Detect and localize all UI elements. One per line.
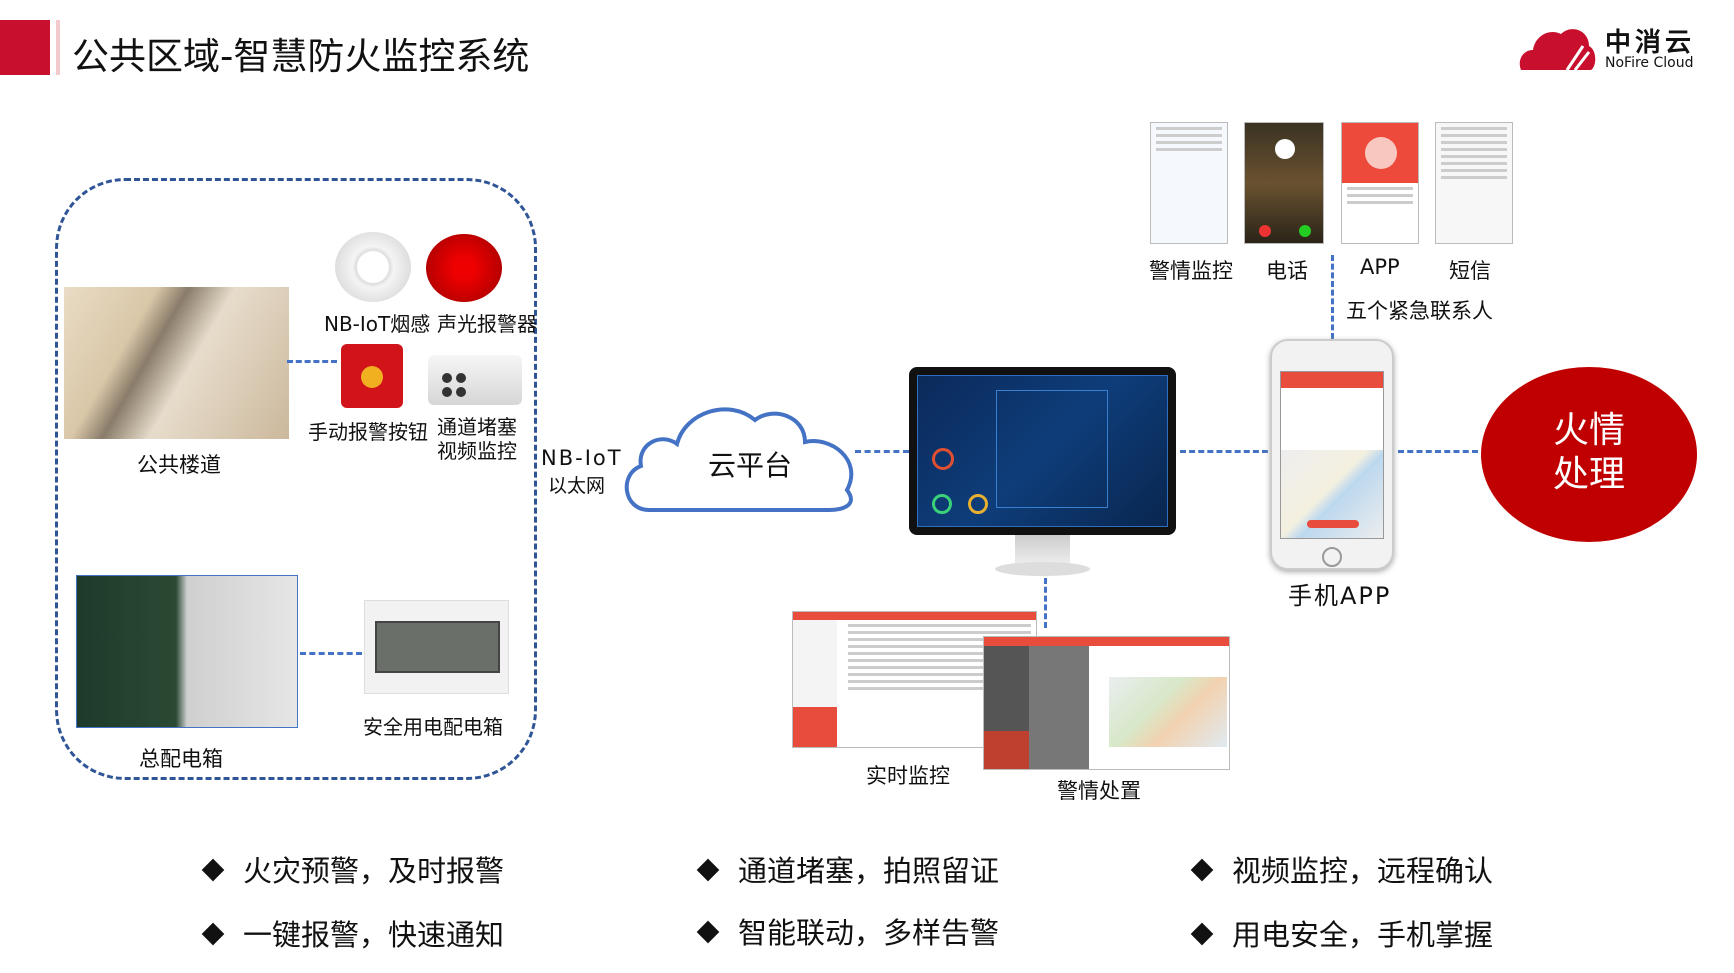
sms-screenshot (1435, 122, 1513, 244)
smoke-detector-image (335, 232, 411, 302)
fire-handling-line1: 火情 (1552, 410, 1625, 451)
feature-bullet: 火灾预警，及时报警 (201, 848, 505, 890)
phone-call-screenshot (1244, 122, 1324, 244)
fire-handling-circle: 火情 处理 (1481, 367, 1697, 542)
diamond-icon (201, 858, 225, 882)
camera-image (428, 355, 522, 405)
feature-bullet: 一键报警，快速通知 (201, 912, 505, 954)
contacts-label: 五个紧急联系人 (1346, 299, 1493, 323)
smoke-label: NB-IoT烟感 (324, 312, 431, 336)
camera-label-2: 视频监控 (437, 439, 517, 463)
diamond-icon (1190, 922, 1214, 946)
alarm-handling-screenshot (983, 636, 1230, 770)
feature-text: 火灾预警，及时报警 (243, 854, 505, 888)
diamond-icon (696, 858, 720, 882)
monitor-base (995, 562, 1090, 576)
feature-text: 一键报警，快速通知 (243, 918, 505, 952)
channel-sms: 短信 (1449, 259, 1491, 283)
feature-text: 智能联动，多样告警 (738, 916, 1000, 950)
channel-app: APP (1360, 255, 1400, 279)
alert-monitor-screenshot (1150, 122, 1228, 244)
connector-cloud-monitor (855, 450, 909, 453)
phone-label: 手机APP (1288, 582, 1392, 610)
channel-alert-monitor: 警情监控 (1149, 259, 1233, 283)
safe-distribution-box-image (364, 600, 509, 694)
manual-button-label: 手动报警按钮 (308, 420, 428, 444)
main-distribution-box-photo (76, 575, 298, 728)
cloud-logo-icon (1519, 29, 1596, 71)
sound-light-alarm-image (426, 234, 502, 302)
network-label-nbiot: NB-IoT (541, 446, 623, 470)
alarm-label: 声光报警器 (437, 312, 537, 336)
diamond-icon (201, 922, 225, 946)
stairs-photo (64, 287, 289, 439)
header-accent-bar (0, 20, 50, 75)
monitor-dashboard (909, 367, 1176, 535)
cloud-platform-icon (624, 407, 854, 512)
fire-handling-line2: 处理 (1552, 454, 1625, 495)
logo-text-en: NoFire Cloud (1605, 55, 1694, 71)
diamond-icon (696, 920, 720, 944)
camera-label-1: 通道堵塞 (437, 415, 517, 439)
feature-bullet: 视频监控，远程确认 (1190, 848, 1494, 890)
connector-monitor-phone (1180, 450, 1268, 453)
connector-monitor-screens (1044, 578, 1047, 628)
connector-phone-contacts (1331, 255, 1334, 339)
realtime-label: 实时监控 (866, 764, 950, 788)
feature-text: 视频监控，远程确认 (1232, 854, 1494, 888)
connector-phone-fire (1398, 450, 1478, 453)
network-label-ethernet: 以太网 (548, 475, 606, 497)
main-box-label: 总配电箱 (139, 747, 223, 771)
mobile-phone (1270, 339, 1394, 570)
feature-bullet: 用电安全，手机掌握 (1190, 912, 1494, 954)
channel-phone-call: 电话 (1266, 259, 1308, 283)
handling-label: 警情处置 (1057, 779, 1141, 803)
feature-bullet: 智能联动，多样告警 (696, 910, 1000, 952)
feature-bullet: 通道堵塞，拍照留证 (696, 848, 1000, 890)
site-region (55, 178, 537, 780)
manual-alarm-button-image (341, 344, 403, 408)
app-alert-screenshot (1341, 122, 1419, 244)
stairs-label: 公共楼道 (137, 453, 221, 477)
logo: 中消云 NoFire Cloud (1517, 22, 1717, 74)
cloud-label: 云平台 (708, 449, 793, 482)
diamond-icon (1190, 858, 1214, 882)
connector-stairs (287, 360, 337, 363)
connector-boxes (300, 652, 362, 655)
header-accent-line (56, 20, 60, 75)
page-title: 公共区域-智慧防火监控系统 (72, 35, 530, 78)
feature-text: 用电安全，手机掌握 (1232, 918, 1494, 952)
safe-box-label: 安全用电配电箱 (363, 715, 503, 739)
feature-text: 通道堵塞，拍照留证 (738, 854, 1000, 888)
logo-text-cn: 中消云 (1605, 28, 1696, 58)
monitor-stand (1015, 535, 1070, 565)
